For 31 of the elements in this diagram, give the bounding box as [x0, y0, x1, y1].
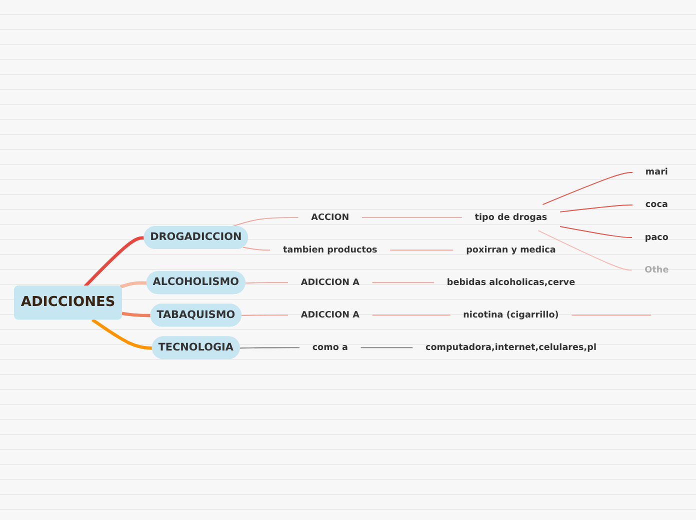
node-text: ADICCION A	[300, 309, 360, 320]
connector	[242, 246, 271, 250]
connector	[538, 230, 632, 270]
node-text: tambien productos	[283, 244, 378, 255]
node-text: mari	[645, 166, 668, 178]
connector	[244, 282, 288, 284]
node-text: como a	[312, 342, 348, 352]
connector	[122, 312, 152, 318]
node-text: paco	[644, 232, 668, 242]
connector	[560, 204, 634, 212]
connector	[91, 318, 153, 350]
connector	[372, 314, 451, 316]
node-text: ACCION	[311, 212, 350, 222]
node-text: bebidas alcoholicas,cerve	[446, 276, 576, 288]
connector	[120, 281, 148, 288]
connector	[362, 216, 462, 218]
connector	[84, 236, 145, 288]
connector	[239, 347, 300, 348]
node-text: poxirran y medica	[466, 244, 556, 255]
connector	[360, 347, 414, 348]
connector	[241, 314, 288, 316]
node-text: Othe	[644, 264, 669, 275]
node-text: coca	[645, 199, 668, 210]
connector	[372, 282, 435, 284]
node-text: ADICCION A	[300, 276, 360, 288]
connector	[560, 226, 633, 238]
connector	[542, 172, 634, 205]
node-text: nicotina (cigarrillo)	[463, 309, 559, 320]
connector	[571, 314, 652, 316]
node-text: computadora,internet,celulares,pl	[425, 342, 596, 352]
node-text: tipo de drogas	[474, 212, 548, 222]
